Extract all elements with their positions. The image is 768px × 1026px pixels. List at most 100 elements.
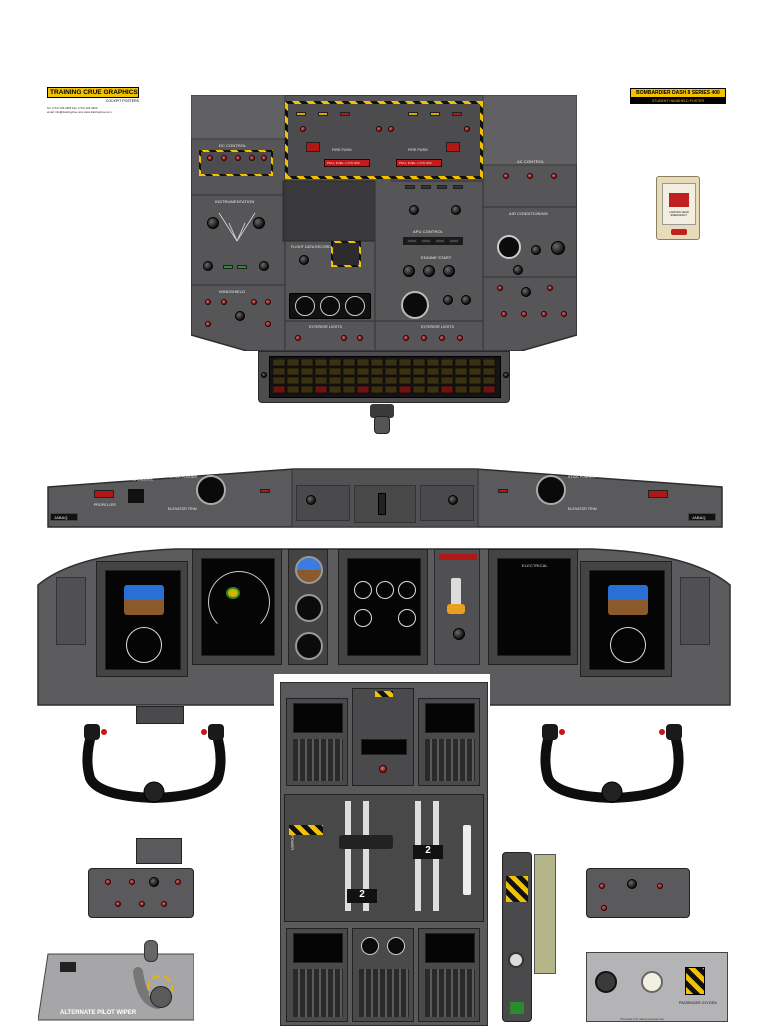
ll-knob-3[interactable]	[149, 877, 159, 887]
instrument-knob-1[interactable]	[207, 217, 219, 229]
wiper-knob[interactable]	[150, 986, 172, 1008]
yoke-left[interactable]	[78, 718, 230, 808]
wiper-switch[interactable]	[60, 962, 76, 972]
ll-knob-1[interactable]	[105, 879, 111, 885]
fms-left-keypad[interactable]	[293, 739, 343, 781]
caution-knob-right[interactable]	[503, 372, 509, 378]
arcdu-right-keys[interactable]	[425, 969, 475, 1017]
ext-light-knob-7[interactable]	[457, 335, 463, 341]
engine-start-knob-1[interactable]	[403, 265, 415, 277]
fire-knob-3[interactable]	[388, 126, 394, 132]
aircond-knob-5[interactable]	[547, 285, 553, 291]
windshield-knob-5[interactable]	[235, 311, 245, 321]
ll-knob-4[interactable]	[175, 879, 181, 885]
fgcp-wheel[interactable]	[378, 493, 386, 515]
clock-right[interactable]	[536, 475, 566, 505]
ll-knob-5[interactable]	[115, 901, 121, 907]
power-lever-track-1	[345, 801, 351, 911]
dc-knob-3[interactable]	[235, 155, 241, 161]
ext-light-knob-4[interactable]	[403, 335, 409, 341]
engine-start-knob-3[interactable]	[443, 265, 455, 277]
ac-knob-1[interactable]	[503, 173, 509, 179]
upper-knob-1[interactable]	[409, 205, 419, 215]
ll-knob-6[interactable]	[139, 901, 145, 907]
lr-knob-3[interactable]	[657, 883, 663, 889]
instrument-knob-2[interactable]	[253, 217, 265, 229]
yoke-right[interactable]	[536, 718, 688, 808]
aircond-knob-8[interactable]	[521, 311, 527, 317]
arcdu-left-keys[interactable]	[293, 969, 343, 1017]
windshield-knob-4[interactable]	[265, 299, 271, 305]
windshield-knob-1[interactable]	[205, 299, 211, 305]
caution-light	[356, 367, 370, 376]
lr-knob-4[interactable]	[601, 905, 607, 911]
aircond-knob-4[interactable]	[497, 285, 503, 291]
fgcp-knob-1[interactable]	[306, 495, 316, 505]
oxygen-hazard-switch[interactable]	[685, 967, 705, 995]
lr-knob-2[interactable]	[627, 879, 637, 889]
upper-knob-2[interactable]	[451, 205, 461, 215]
flap-lever[interactable]	[463, 825, 471, 895]
fire-handle-1[interactable]	[306, 142, 320, 152]
ext-light-knob-1[interactable]	[295, 335, 301, 341]
aircond-knob-10[interactable]	[561, 311, 567, 317]
fgcp-knob-2[interactable]	[448, 495, 458, 505]
caution-light	[300, 359, 314, 367]
trim-knob[interactable]	[508, 952, 524, 968]
clock-left[interactable]	[196, 475, 226, 505]
aircond-knob-6[interactable]	[521, 287, 531, 297]
fms-center-knob[interactable]	[379, 765, 387, 773]
radio-center-keys[interactable]	[359, 969, 409, 1017]
ext-light-knob-2[interactable]	[341, 335, 347, 341]
dc-knob-2[interactable]	[221, 155, 227, 161]
wiper-lever[interactable]	[144, 940, 158, 962]
aircond-knob-1[interactable]	[531, 245, 541, 255]
landing-gear-panel	[434, 549, 480, 665]
engine-start-knob-2[interactable]	[423, 265, 435, 277]
ac-knob-2[interactable]	[527, 173, 533, 179]
caution-knob-left[interactable]	[261, 372, 267, 378]
ll-knob-2[interactable]	[129, 879, 135, 885]
windshield-knob-3[interactable]	[251, 299, 257, 305]
gear-handle-grip[interactable]	[447, 604, 465, 614]
aircond-knob-3[interactable]	[513, 265, 523, 275]
windshield-knob-7[interactable]	[265, 321, 271, 327]
power-lever-bar[interactable]	[339, 835, 393, 849]
emergency-handle[interactable]	[671, 229, 687, 235]
windshield-knob-2[interactable]	[221, 299, 227, 305]
gear-knob[interactable]	[453, 628, 465, 640]
dc-knob-4[interactable]	[249, 155, 255, 161]
ext-light-knob-5[interactable]	[421, 335, 427, 341]
gear-handle[interactable]	[451, 578, 461, 612]
aircond-knob-2[interactable]	[551, 241, 565, 255]
fms-right-keypad[interactable]	[425, 739, 475, 781]
fire-annunciator-5	[430, 112, 440, 116]
flight-data-knob[interactable]	[299, 255, 309, 265]
oxygen-knob[interactable]	[595, 971, 617, 993]
arcdu-left	[286, 928, 348, 1022]
master-warning-left[interactable]	[94, 490, 114, 498]
ac-knob-3[interactable]	[551, 173, 557, 179]
windshield-knob-6[interactable]	[205, 321, 211, 327]
fire-knob-4[interactable]	[464, 126, 470, 132]
pull-fuel-2[interactable]: PULL FUEL / HYD OFF	[396, 159, 442, 167]
aircond-knob-7[interactable]	[501, 311, 507, 317]
pull-fuel-1[interactable]: PULL FUEL / HYD OFF	[324, 159, 370, 167]
landing-gear-emergency-box[interactable]: LANDING GEAR EMERGENCY	[656, 176, 700, 240]
instrument-knob-3[interactable]	[203, 261, 213, 271]
fire-knob-1[interactable]	[300, 126, 306, 132]
fms-center-hazard	[375, 691, 393, 697]
instrument-knob-4[interactable]	[259, 261, 269, 271]
dc-knob-5[interactable]	[261, 155, 267, 161]
aircond-knob-9[interactable]	[541, 311, 547, 317]
ext-light-knob-3[interactable]	[357, 335, 363, 341]
ll-knob-7[interactable]	[161, 901, 167, 907]
dc-knob-1[interactable]	[207, 155, 213, 161]
fire-handle-2[interactable]	[446, 142, 460, 152]
cabin-knob-1[interactable]	[443, 295, 453, 305]
fire-knob-2[interactable]	[376, 126, 382, 132]
master-warning-right[interactable]	[648, 490, 668, 498]
cabin-knob-2[interactable]	[461, 295, 471, 305]
lr-knob-1[interactable]	[599, 883, 605, 889]
ext-light-knob-6[interactable]	[439, 335, 445, 341]
